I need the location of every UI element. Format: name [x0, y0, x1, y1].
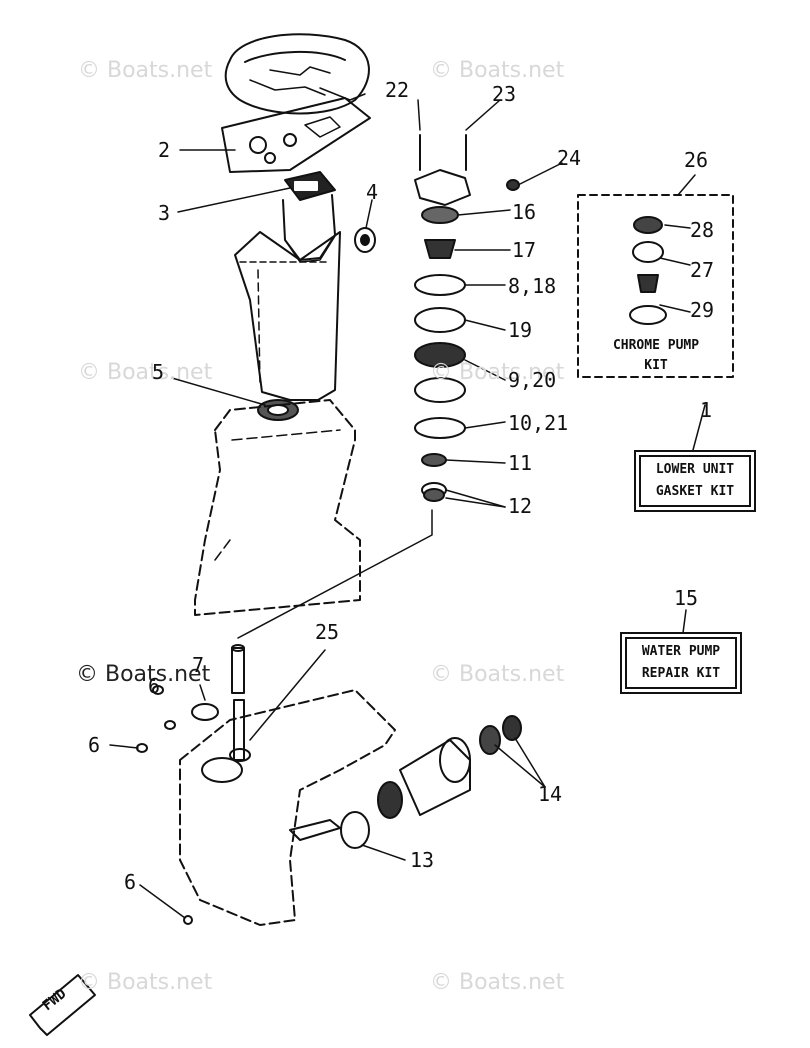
part-label-23: 23	[492, 82, 517, 106]
part-label-3: 3	[158, 201, 171, 225]
part-label-6a: 6	[148, 674, 161, 698]
water-pump-kit-line2: REPAIR KIT	[641, 666, 721, 681]
part-label-22: 22	[385, 78, 410, 102]
water-pump-repair-kit-box: WATER PUMP REPAIR KIT	[620, 632, 742, 694]
top-cover-part	[224, 33, 370, 115]
part-label-15: 15	[674, 586, 699, 610]
part-label-7: 7	[192, 653, 205, 677]
part-label-6b: 6	[88, 733, 101, 757]
leader-shaft-path	[237, 509, 433, 639]
part-label-19: 19	[508, 318, 533, 342]
part-label-24: 24	[557, 146, 582, 170]
part-label-9-20: 9,20	[508, 368, 557, 392]
part-label-17: 17	[512, 238, 537, 262]
upper-casing-part	[234, 231, 341, 401]
part-label-25: 25	[315, 620, 340, 644]
gasket-part-2	[221, 97, 371, 173]
part-label-14: 14	[538, 782, 563, 806]
part-label-6c: 6	[124, 870, 137, 894]
lower-unit-kit-line2: GASKET KIT	[655, 484, 735, 499]
part-label-26: 26	[684, 148, 709, 172]
part-label-16: 16	[512, 200, 537, 224]
grommet-part-4	[354, 227, 376, 253]
part-label-28: 28	[690, 218, 715, 242]
lower-unit-gasket-kit-box: LOWER UNIT GASKET KIT	[634, 450, 756, 512]
gearcase-part	[179, 689, 396, 926]
part-label-5: 5	[152, 360, 165, 384]
part-label-10-21: 10,21	[508, 411, 569, 435]
prop-housing-parts	[377, 715, 522, 819]
watermark: © Boats.net	[430, 360, 565, 385]
drive-shaft-part	[231, 644, 245, 761]
part-label-13: 13	[410, 848, 435, 872]
lower-unit-kit-line1: LOWER UNIT	[655, 462, 735, 477]
fwd-arrow	[29, 974, 96, 1036]
chrome-pump-kit-line1: CHROME PUMP	[612, 338, 700, 353]
part-label-27: 27	[690, 258, 715, 282]
watermark: © Boats.net	[430, 58, 565, 83]
seal-part-3	[284, 171, 336, 201]
watermark: © Boats.net	[78, 970, 213, 995]
part-label-29: 29	[690, 298, 715, 322]
part-label-12: 12	[508, 494, 533, 518]
part-label-8-18: 8,18	[508, 274, 557, 298]
part-label-1: 1	[700, 398, 713, 422]
watermark: © Boats.net	[430, 970, 565, 995]
watermark: © Boats.net	[76, 662, 211, 687]
part-label-4: 4	[366, 180, 379, 204]
chrome-pump-kit-line2: KIT	[644, 358, 668, 373]
chrome-pump-kit-box	[577, 194, 734, 378]
watermark: © Boats.net	[430, 662, 565, 687]
part-label-11: 11	[508, 451, 533, 475]
seal-part-5	[257, 399, 299, 421]
watermark: © Boats.net	[78, 360, 213, 385]
chrome-pump-kit-label: CHROME PUMP KIT	[590, 336, 722, 376]
part-label-2: 2	[158, 138, 171, 162]
watermark: © Boats.net	[78, 58, 213, 83]
water-pump-stack	[414, 134, 520, 502]
screw-parts-6-7	[136, 685, 219, 925]
chrome-pump-kit-parts	[629, 216, 667, 325]
leader-lines	[109, 99, 706, 919]
drive-shaft-housing-part	[194, 399, 361, 616]
water-pump-kit-line1: WATER PUMP	[641, 644, 721, 659]
oring-part-13	[340, 811, 370, 849]
exhaust-guide-part	[282, 194, 336, 263]
